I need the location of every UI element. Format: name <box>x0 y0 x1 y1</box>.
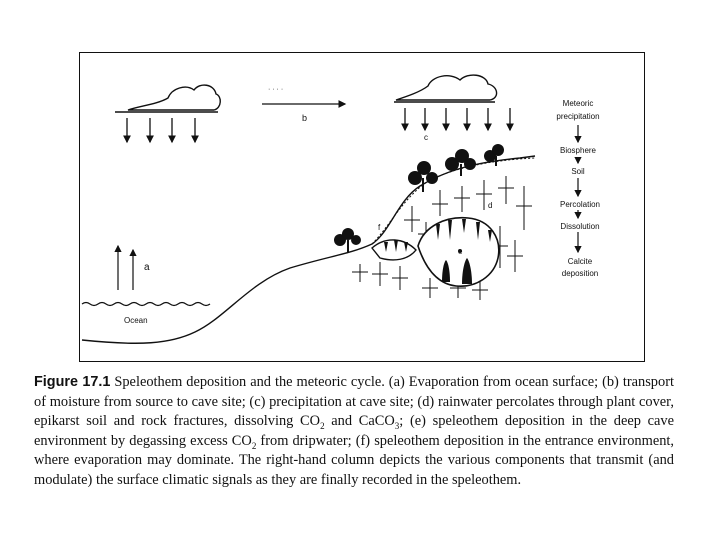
label-a: a <box>144 262 150 273</box>
caption-line-4a: CaCO <box>359 413 395 429</box>
caption-sub-co2-2: 2 <box>252 441 257 451</box>
label-d: d <box>488 201 492 210</box>
caption-line-6: may dominate. The right-hand column depi… <box>147 452 674 468</box>
entrance-cave <box>372 240 416 260</box>
column-biosphere: Biosphere <box>560 146 597 155</box>
column-precipitation: precipitation <box>556 112 599 121</box>
evaporation-arrows <box>118 246 133 290</box>
caption-line-7: modulate) the surface climatic signals a… <box>34 472 521 488</box>
precipitation-arrows-left <box>127 118 195 142</box>
label-c: c <box>424 133 428 142</box>
caption-line-3b: and <box>325 413 353 429</box>
label-ocean: Ocean <box>124 316 148 325</box>
precipitation-arrows-right <box>405 108 510 130</box>
caption-line-1: Speleothem deposition and the meteoric c… <box>114 374 548 390</box>
column-soil: Soil <box>571 167 585 176</box>
cloud-right <box>396 75 497 100</box>
column-dissolution: Dissolution <box>560 222 599 231</box>
cloud-left <box>128 85 220 110</box>
figure-caption: Figure 17.1 Speleothem deposition and th… <box>34 373 674 491</box>
column-calcite: Calcite <box>568 257 593 266</box>
column-meteoric: Meteoric <box>563 99 594 108</box>
svg-text:· · · ·: · · · · <box>268 86 283 93</box>
column-deposition: deposition <box>562 269 598 278</box>
column-percolation: Percolation <box>560 200 600 209</box>
ocean-surface <box>82 303 210 306</box>
transport-arrow: · · · · <box>262 86 345 104</box>
label-f: f <box>378 223 381 232</box>
label-b: b <box>302 113 307 123</box>
label-e: e <box>458 247 463 256</box>
figure-label: Figure 17.1 <box>34 374 110 390</box>
